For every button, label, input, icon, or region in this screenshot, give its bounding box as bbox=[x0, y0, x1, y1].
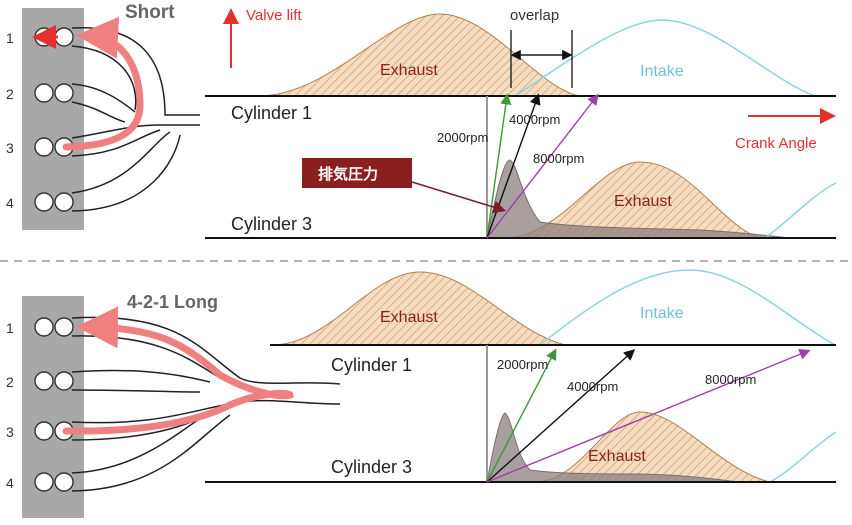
cyl-num-1-b: 1 bbox=[6, 320, 14, 336]
pressure-wave-top bbox=[486, 159, 791, 239]
exhaust-label-cyl3-top: Exhaust bbox=[614, 193, 672, 210]
exhaust-label-cyl3-bottom: Exhaust bbox=[588, 448, 646, 465]
cyl-num-2-b: 2 bbox=[6, 374, 14, 390]
cyl-num-3-b: 3 bbox=[6, 424, 14, 440]
cylinder3-label-top: Cylinder 3 bbox=[231, 214, 312, 234]
cylinder-numbers-bottom: 1 2 3 4 bbox=[6, 320, 14, 491]
crank-angle-label: Crank Angle bbox=[735, 135, 817, 152]
exhaust-label-cyl1-top: Exhaust bbox=[380, 62, 438, 79]
rpm-4000-label-bottom: 4000rpm bbox=[567, 379, 618, 394]
rpm-4000-arrow-top bbox=[486, 93, 541, 239]
cyl-num-4: 4 bbox=[6, 195, 14, 211]
intake-curve-cyl3-bottom bbox=[769, 431, 837, 483]
intake-curve-top bbox=[514, 19, 816, 97]
rpm-8000-label-bottom: 8000rpm bbox=[705, 372, 756, 387]
exhaust-curve-cyl3-top bbox=[504, 161, 761, 239]
long-title: 4-2-1 Long bbox=[127, 292, 218, 312]
rpm-2000-label-bottom: 2000rpm bbox=[497, 357, 548, 372]
intake-label-top: Intake bbox=[640, 63, 684, 80]
cylinder1-label-bottom: Cylinder 1 bbox=[331, 355, 412, 375]
rpm-2000-label-top: 2000rpm bbox=[437, 130, 488, 145]
cyl-num-2: 2 bbox=[6, 86, 14, 102]
rpm-8000-arrow-top bbox=[486, 93, 599, 239]
rpm-2000-arrow-top bbox=[486, 93, 512, 239]
top-panel-short: 1 2 3 4 Short Valve lift bbox=[6, 2, 837, 239]
overlap-bracket bbox=[510, 30, 573, 88]
intake-label-bottom: Intake bbox=[640, 305, 684, 322]
overlap-label: overlap bbox=[510, 7, 559, 24]
intake-curve-cyl3-top bbox=[764, 182, 837, 239]
cylinder1-label-top: Cylinder 1 bbox=[231, 103, 312, 123]
flow-arrow-bottom bbox=[62, 306, 294, 435]
valve-ports-top bbox=[34, 27, 74, 212]
valve-ports-bottom bbox=[34, 317, 74, 492]
exhaust-label-cyl1-bottom: Exhaust bbox=[380, 309, 438, 326]
valve-lift-label: Valve lift bbox=[246, 7, 302, 24]
cyl-num-1: 1 bbox=[6, 30, 14, 46]
short-title: Short bbox=[125, 2, 175, 23]
pressure-wave-bottom bbox=[486, 412, 741, 483]
bottom-panel-long: 1 2 3 4 4-2-1 Long Exhaust Intake bbox=[6, 269, 837, 518]
intake-curve-bottom bbox=[539, 269, 836, 346]
engine-block-top bbox=[22, 8, 84, 230]
exhaust-curve-cyl1-top bbox=[257, 13, 581, 97]
flow-arrow-top bbox=[62, 16, 144, 151]
rpm-8000-label-top: 8000rpm bbox=[533, 151, 584, 166]
cyl-num-4-b: 4 bbox=[6, 475, 14, 491]
rpm-2000-arrow-bottom bbox=[486, 348, 557, 483]
cyl-num-3: 3 bbox=[6, 140, 14, 156]
rpm-8000-arrow-bottom bbox=[486, 348, 811, 483]
cylinder-numbers-top: 1 2 3 4 bbox=[6, 30, 14, 211]
exhaust-pressure-box bbox=[302, 158, 412, 188]
rpm-4000-arrow-bottom bbox=[486, 349, 636, 483]
rpm-4000-label-top: 4000rpm bbox=[509, 112, 560, 127]
cylinder3-label-bottom: Cylinder 3 bbox=[331, 457, 412, 477]
exhaust-curve-cyl1-bottom bbox=[271, 271, 566, 346]
exhaust-pressure-pointer bbox=[411, 181, 507, 214]
exhaust-pressure-label: 排気圧力 bbox=[318, 165, 378, 183]
exhaust-curve-cyl3-bottom bbox=[534, 411, 771, 483]
